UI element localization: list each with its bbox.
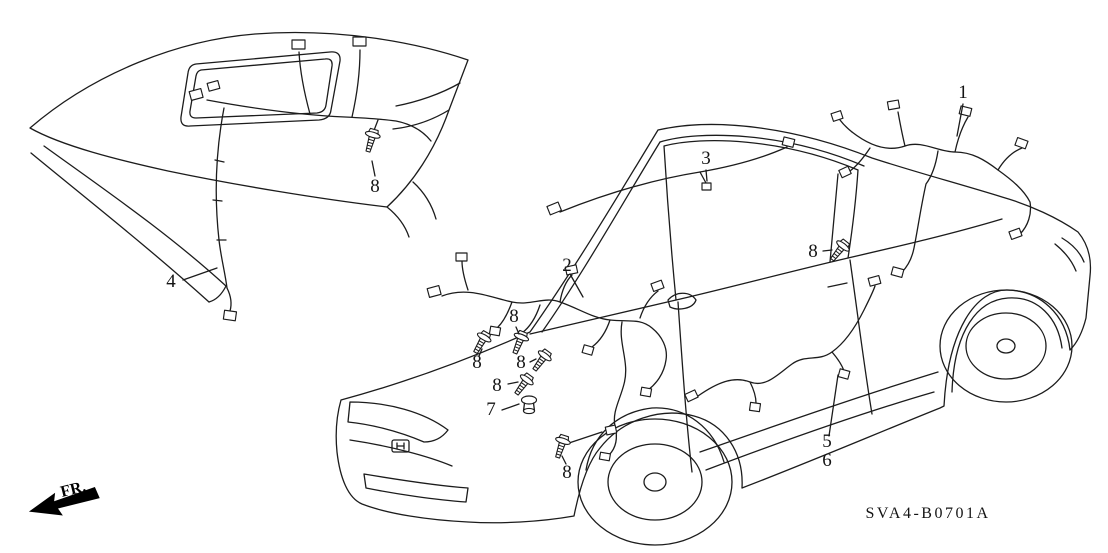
harness-4 [212,107,238,322]
fr-label: FR. [59,478,88,501]
leader-lines [182,103,964,465]
fr-indicator: FR. [28,478,100,516]
harness-5-6 [684,275,882,413]
diagram-art [29,31,1092,546]
callout-7: 7 [486,399,496,420]
callouts: 1 2 3 4 5 6 7 8 8 8 8 8 8 8 [166,82,968,483]
roof-panel [29,31,469,303]
car-body [335,123,1092,546]
callout-6: 6 [822,450,832,471]
callout-8-bumper: 8 [562,462,572,483]
fr-arrow-icon [28,486,100,516]
bolt-icon-bumper [549,432,573,461]
callout-8-bay-4: 8 [492,375,502,396]
sunroof-harness [188,36,432,142]
grommet-icon [520,395,538,415]
callout-8-bay-3: 8 [516,352,526,373]
callout-8-roof: 8 [370,176,380,197]
diagram-code: SVA4-B0701A [866,505,991,522]
callout-1: 1 [958,82,968,103]
callout-3: 3 [701,148,711,169]
callout-8-bay-2: 8 [472,352,482,373]
callout-8-bpillar: 8 [808,241,818,262]
callout-5: 5 [822,431,832,452]
callout-8-bay-1: 8 [509,306,519,327]
harness-2 [426,252,668,462]
callout-2: 2 [562,255,572,276]
callout-4: 4 [166,271,176,292]
bolt-icon-bay-4 [509,370,537,400]
bolt-icon-roof [360,126,383,155]
harness-3 [546,136,796,216]
harness-1 [830,99,1032,278]
